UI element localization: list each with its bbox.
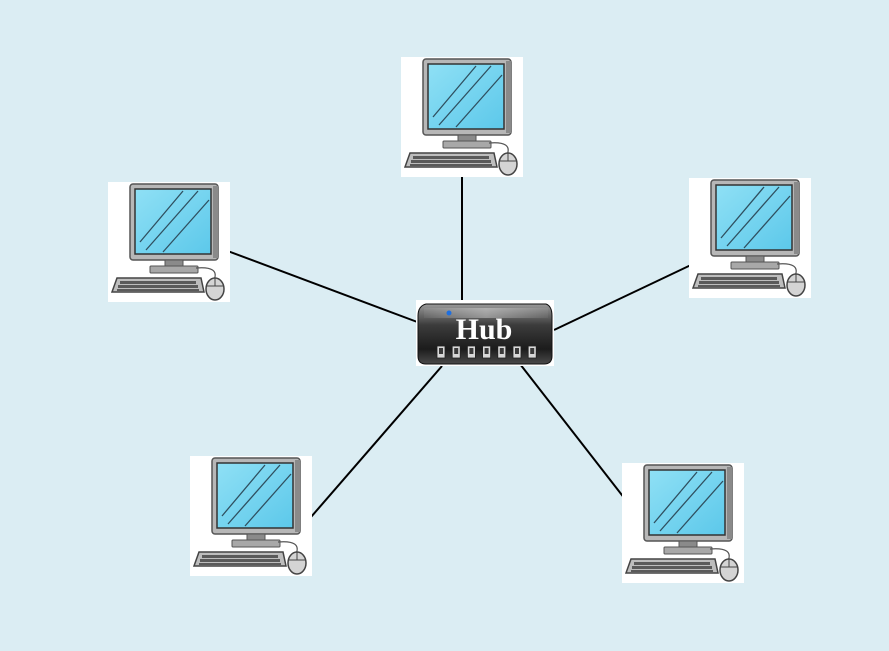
hub-port-socket <box>484 348 489 354</box>
link-hub-to-computer-upper-right <box>553 254 713 331</box>
hub-port-socket <box>469 348 474 354</box>
computer-upper-left-icon <box>107 181 231 303</box>
link-hub-to-computer-lower-left <box>297 365 443 533</box>
network-hub-icon: Hub <box>416 300 554 366</box>
hub-port-socket <box>530 348 535 354</box>
computer-lower-right-icon <box>621 462 745 584</box>
hub-port-socket <box>499 348 504 354</box>
hub-port-socket <box>515 348 519 354</box>
hub-ports <box>436 345 537 359</box>
hub-status-led <box>446 310 452 316</box>
hub-port-socket <box>439 348 443 354</box>
link-hub-to-computer-upper-left <box>216 246 421 324</box>
hub-label: Hub <box>456 313 513 346</box>
computer-lower-left-icon <box>189 455 313 577</box>
hub-port-socket <box>454 348 459 354</box>
computer-upper-right-icon <box>688 177 812 299</box>
computer-top-icon <box>400 56 524 178</box>
